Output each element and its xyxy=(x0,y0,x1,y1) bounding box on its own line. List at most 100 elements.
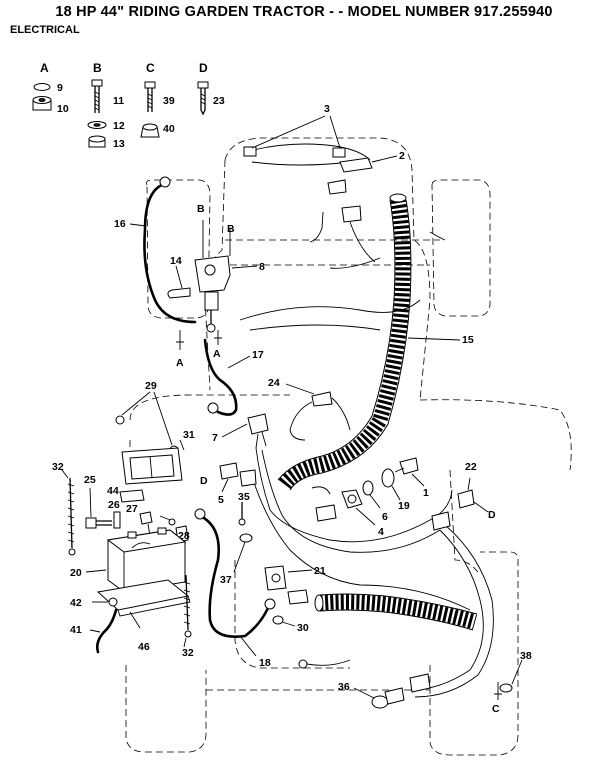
solenoid-21 xyxy=(264,565,309,605)
conn-a-right: A xyxy=(213,348,221,360)
screw-35 xyxy=(238,502,246,526)
callout-42: 42 xyxy=(70,597,82,609)
callout-11: 11 xyxy=(113,95,124,107)
rod-32-left xyxy=(67,477,76,556)
screw-42 xyxy=(108,597,118,607)
wire-loom-conduit xyxy=(277,193,412,491)
conn-d-right: D xyxy=(488,509,496,521)
callout-27: 27 xyxy=(126,503,138,515)
connector-right xyxy=(431,511,451,531)
callout-6: 6 xyxy=(382,511,388,523)
callout-21: 21 xyxy=(314,565,326,577)
connector-5 xyxy=(219,462,257,493)
callout-39: 39 xyxy=(163,95,175,107)
ground-38 xyxy=(494,682,513,700)
callout-25: 25 xyxy=(84,474,96,486)
nut-26 xyxy=(113,511,121,529)
callout-28: 28 xyxy=(178,530,190,542)
conn-d-left: D xyxy=(200,475,208,487)
washer-6 xyxy=(362,480,374,496)
callout-16: 16 xyxy=(114,218,126,230)
key-letter-c: C xyxy=(146,61,155,75)
ring-terminal xyxy=(298,659,308,669)
bolt-c-icon xyxy=(144,81,156,89)
key-letter-d: D xyxy=(199,61,208,75)
screws-29 xyxy=(115,391,179,455)
section-label: ELECTRICAL xyxy=(10,24,80,36)
lock-washer-icon xyxy=(33,83,51,91)
callout-13: 13 xyxy=(113,138,125,150)
callout-7: 7 xyxy=(212,432,218,444)
hardware-key: A B C D 9 10 11 12 13 39 40 23 xyxy=(32,61,225,150)
washer-30 xyxy=(272,615,284,625)
callout-3: 3 xyxy=(324,103,330,115)
callout-18: 18 xyxy=(259,657,271,669)
tractor-outline xyxy=(125,137,572,756)
callout-4: 4 xyxy=(378,526,384,538)
conn-a-left: A xyxy=(176,357,184,369)
cable-17 xyxy=(203,338,238,416)
rod-32-bottom xyxy=(183,574,192,638)
callout-44: 44 xyxy=(107,485,119,497)
callout-15: 15 xyxy=(462,334,474,346)
battery-20 xyxy=(106,527,187,593)
callout-38: 38 xyxy=(520,650,532,662)
callout-14: 14 xyxy=(170,255,182,267)
bolt-icon xyxy=(91,79,103,87)
callout-23: 23 xyxy=(213,95,225,107)
page-title: 18 HP 44" RIDING GARDEN TRACTOR - - MODE… xyxy=(55,4,553,20)
headlight-harness xyxy=(243,115,371,166)
connector-mid xyxy=(315,504,337,522)
battery-holddown-31 xyxy=(121,447,183,485)
harness-connector-24 xyxy=(289,391,351,441)
callout-32-bottom: 32 xyxy=(182,647,194,659)
callout-10: 10 xyxy=(57,103,69,115)
lower-conduit xyxy=(314,593,478,631)
terminal-36 xyxy=(371,687,405,709)
callout-31: 31 xyxy=(183,429,195,441)
conn-b-right: B xyxy=(227,223,235,235)
key-letter-b: B xyxy=(93,61,102,75)
relay-4 xyxy=(341,489,363,509)
battery-cable-18 xyxy=(194,508,276,638)
ring-19 xyxy=(381,468,395,488)
callout-30: 30 xyxy=(297,622,309,634)
connector-plug xyxy=(327,179,347,195)
callout-1: 1 xyxy=(423,487,429,499)
callout-19: 19 xyxy=(398,500,410,512)
safety-switch-7 xyxy=(247,413,269,449)
callout-32-left: 32 xyxy=(52,461,64,473)
bracket-22 xyxy=(457,477,489,513)
conn-c-bottom: C xyxy=(492,703,500,715)
callout-12: 12 xyxy=(113,120,125,132)
callout-37: 37 xyxy=(220,574,232,586)
plug-14 xyxy=(167,287,191,299)
callout-22: 22 xyxy=(465,461,477,473)
callout-20: 20 xyxy=(70,567,82,579)
callout-17: 17 xyxy=(252,349,264,361)
callout-36: 36 xyxy=(338,681,350,693)
screw-icon xyxy=(197,81,209,89)
switch-1 xyxy=(394,457,419,475)
callout-5: 5 xyxy=(218,494,224,506)
main-harness-wires xyxy=(239,231,494,698)
ground-cable-16 xyxy=(143,176,197,324)
pad-44 xyxy=(119,489,145,503)
callout-2: 2 xyxy=(399,150,405,162)
conn-b-top: B xyxy=(197,203,205,215)
callout-29: 29 xyxy=(145,380,157,392)
bolt-25 xyxy=(85,517,112,529)
key-letter-a: A xyxy=(40,61,49,75)
callout-41: 41 xyxy=(70,624,82,636)
callout-24: 24 xyxy=(268,377,280,389)
switch-connector xyxy=(341,205,362,223)
vent-tube-41 xyxy=(95,608,118,654)
connector-lower xyxy=(409,673,431,693)
callout-35: 35 xyxy=(238,491,250,503)
callout-46: 46 xyxy=(138,641,150,653)
callout-40: 40 xyxy=(163,123,175,135)
light-socket xyxy=(339,155,398,173)
callout-26: 26 xyxy=(108,499,120,511)
callout-8: 8 xyxy=(259,261,265,273)
